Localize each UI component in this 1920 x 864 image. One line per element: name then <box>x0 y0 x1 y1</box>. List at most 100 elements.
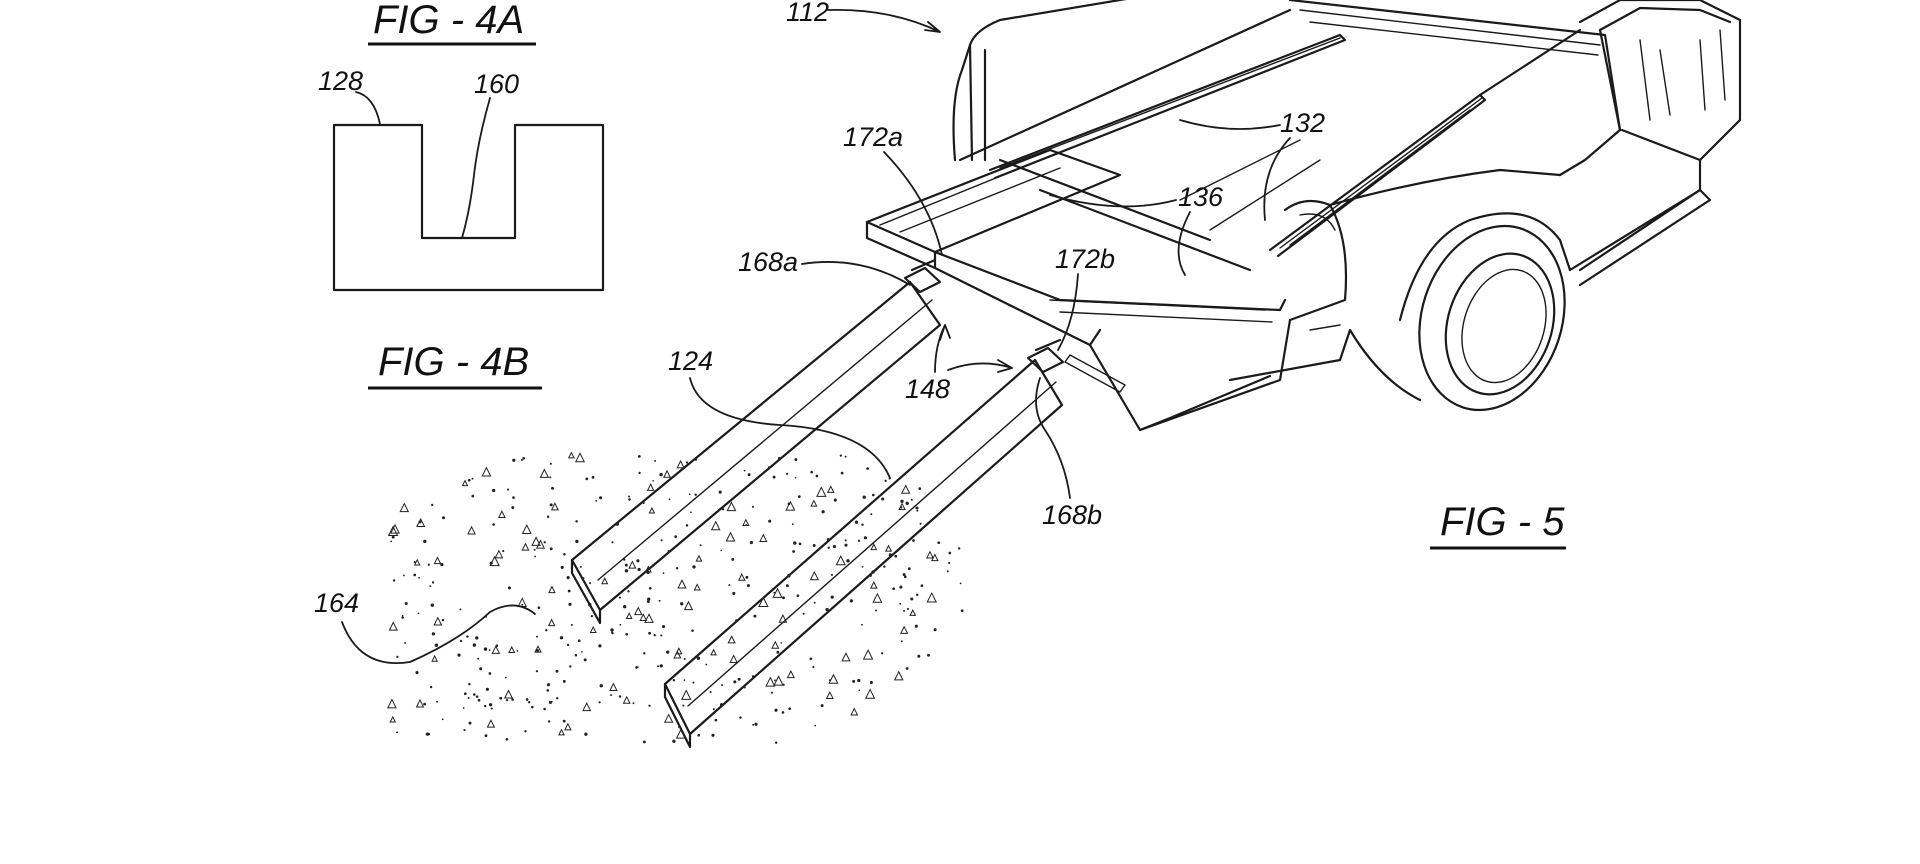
gravel-dot <box>812 666 815 669</box>
gravel-dot <box>798 542 802 546</box>
gravel-dot <box>489 561 493 565</box>
gravel-dot <box>483 647 488 651</box>
gravel-dot <box>585 477 589 481</box>
gravel-stone <box>639 613 648 622</box>
gravel-dot <box>575 539 579 544</box>
gravel-dot <box>903 609 906 612</box>
gravel-dot <box>674 535 678 538</box>
gravel-dot <box>462 707 465 709</box>
gravel-stone <box>386 698 397 709</box>
gravel-stone <box>695 554 703 562</box>
gravel-stone <box>773 675 784 686</box>
gravel-dot <box>918 487 922 490</box>
gravel-dot <box>568 602 572 606</box>
gravel-stone <box>582 702 592 712</box>
gravel-dot <box>507 488 510 491</box>
gravel-dot <box>425 732 430 736</box>
gravel-dot <box>745 524 748 526</box>
gravel-dot <box>584 732 588 736</box>
gravel-stone <box>726 501 737 512</box>
gravel-dot <box>830 573 834 576</box>
gravel-dot <box>648 704 651 707</box>
gravel-dot <box>866 467 869 470</box>
gravel-stone <box>765 676 776 687</box>
gravel-stone <box>539 468 550 478</box>
leader-136-a <box>1049 194 1177 208</box>
gravel-dot <box>937 541 941 545</box>
gravel-dot <box>404 601 408 606</box>
gravel-dot <box>401 614 404 617</box>
gravel-stone <box>564 722 572 731</box>
gravel-dot <box>728 584 731 587</box>
gravel-dot <box>423 539 427 544</box>
gravel-dot <box>870 681 873 685</box>
gravel-dot <box>648 586 652 590</box>
gravel-dot <box>415 671 419 675</box>
gravel-stone <box>869 580 878 589</box>
channel-cross-section <box>332 123 605 292</box>
ref-136: 136 <box>1178 182 1224 212</box>
gravel-dot <box>862 495 866 499</box>
gravel-dot <box>910 597 914 601</box>
gravel-dot <box>511 506 515 510</box>
gravel-dot <box>581 651 583 653</box>
gravel-dot <box>588 603 592 607</box>
leader-172a <box>883 151 943 256</box>
gravel-dot <box>441 718 444 721</box>
gravel-stone <box>489 555 500 567</box>
gravel-dot <box>772 475 776 479</box>
gravel-dot <box>522 457 526 460</box>
gravel-dot <box>590 614 594 618</box>
gravel-dot <box>915 506 919 510</box>
gravel-dot <box>648 631 651 635</box>
gravel-stone <box>825 691 834 700</box>
gravel-dot <box>575 520 578 523</box>
gravel-dot <box>545 629 548 632</box>
gravel-dot <box>429 585 432 587</box>
gravel-stone <box>413 558 421 566</box>
gravel-stone <box>648 506 656 514</box>
gravel-dot <box>960 609 964 613</box>
gravel-dot <box>610 694 613 697</box>
leader-136-b <box>1177 211 1191 276</box>
fig-4a-title: FIG - 4A <box>373 0 524 42</box>
gravel-dot <box>402 574 405 577</box>
gravel-dot <box>672 739 676 743</box>
ref-168a: 168a <box>738 247 798 277</box>
gravel-dot <box>787 574 791 578</box>
leader-168b <box>1035 377 1071 499</box>
gravel-dot <box>820 704 824 708</box>
gravel-dot <box>825 607 829 612</box>
gravel-dot <box>688 493 691 496</box>
gravel-dot <box>502 550 505 553</box>
gravel-dot <box>846 559 850 563</box>
gravel-dot <box>912 539 915 542</box>
gravel-dot <box>683 658 686 660</box>
gravel-dot <box>662 624 666 629</box>
gravel-dot <box>392 579 396 582</box>
gravel-stone <box>835 555 846 566</box>
gravel-dot <box>618 695 622 698</box>
gravel-dot <box>642 740 646 744</box>
leader-132-b <box>1263 137 1291 221</box>
gravel-stone <box>388 621 398 631</box>
gravel-dot <box>628 498 631 501</box>
gravel-dot <box>652 479 655 482</box>
gravel-stone <box>816 486 827 497</box>
gravel-dot <box>781 711 785 714</box>
gravel-dot <box>694 493 697 496</box>
gravel-dot <box>479 667 483 671</box>
gravel-dot <box>881 652 884 655</box>
gravel-dot <box>745 575 749 579</box>
gravel-dot <box>638 471 641 475</box>
gravel-dot <box>751 505 754 508</box>
gravel-dot <box>773 591 776 594</box>
gravel-dot <box>916 509 919 512</box>
gravel-stone <box>771 640 780 649</box>
gravel-dot <box>516 650 519 652</box>
gravel-dot <box>933 628 937 632</box>
gravel-dot <box>637 567 641 572</box>
ramp-right <box>663 358 1064 749</box>
gravel-stone <box>521 523 532 534</box>
gravel-stone <box>558 728 565 736</box>
